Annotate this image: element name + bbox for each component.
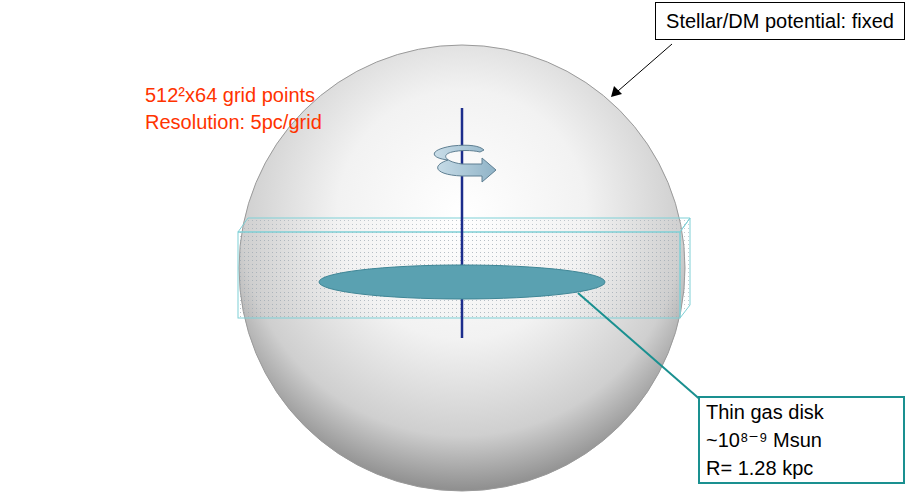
- node-text: Thin gas disk: [706, 398, 897, 426]
- node-text: Stellar/DM potential: fixed: [664, 3, 896, 39]
- node-text: ~10⁸⁻⁹ Msun: [706, 426, 897, 454]
- leader-arrow: [611, 44, 672, 97]
- leader-line: [578, 293, 703, 402]
- rotation-arrow: [434, 145, 496, 182]
- grid-label: Resolution: 5pc/grid: [145, 111, 322, 134]
- callout-box: Thin gas disk~10⁸⁻⁹ MsunR= 1.28 kpc: [698, 396, 905, 484]
- grid-label: 512²x64 grid points: [145, 84, 315, 107]
- note-box: Stellar/DM potential: fixed: [655, 2, 905, 40]
- gas-disk: [319, 265, 605, 299]
- node-text: R= 1.28 kpc: [706, 454, 897, 482]
- rotation-axis: [461, 108, 464, 338]
- simulation-box: [238, 218, 690, 318]
